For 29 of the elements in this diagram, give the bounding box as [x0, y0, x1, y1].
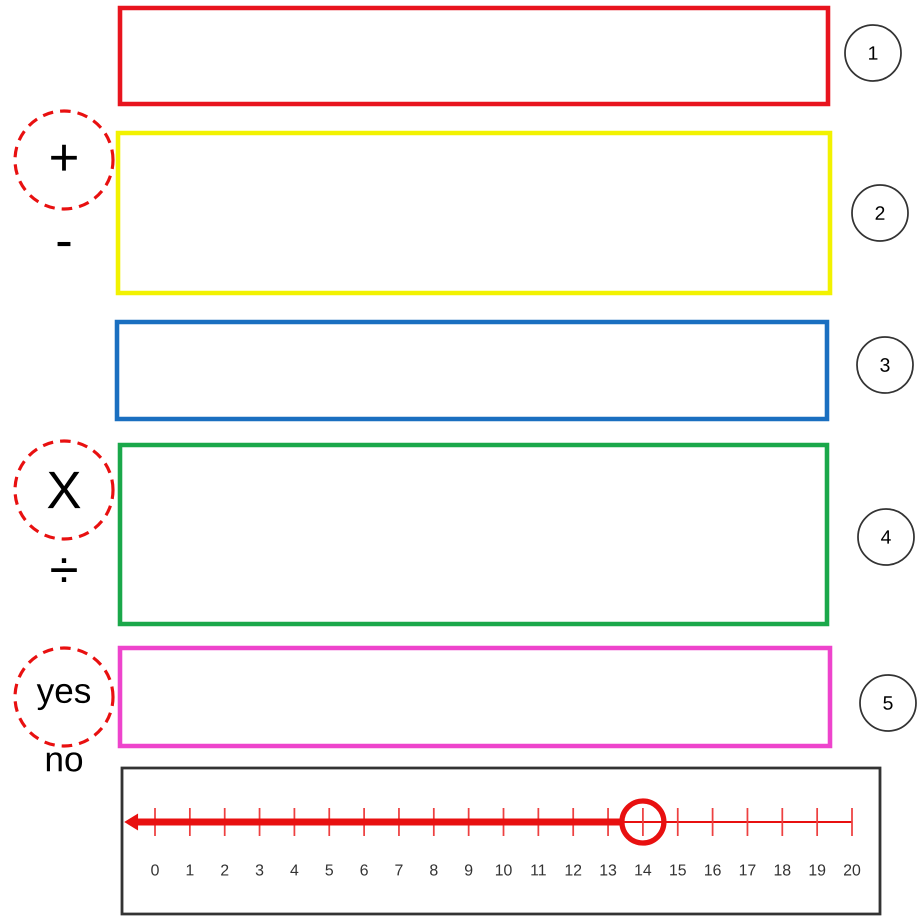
tick-label: 7 — [395, 864, 403, 876]
tick-label: 11 — [531, 864, 546, 876]
tick-label: 20 — [844, 864, 860, 876]
tick-label: 15 — [670, 864, 686, 876]
tick-label: 14 — [635, 864, 652, 876]
tick-label: 1 — [186, 864, 194, 876]
operator-label: - — [58, 242, 70, 246]
tick-label: 18 — [774, 864, 790, 876]
tick-label: 4 — [290, 864, 298, 876]
tick-label: 19 — [810, 864, 826, 876]
tick-label: 0 — [151, 864, 159, 876]
tick-label: 6 — [360, 864, 368, 876]
tick-label: 17 — [740, 864, 756, 876]
answer-box — [116, 130, 832, 296]
tick-label: 8 — [430, 864, 438, 876]
answer-box — [118, 6, 830, 106]
answer-box — [118, 646, 832, 748]
tick-label: 12 — [566, 864, 582, 876]
operator-label: no — [46, 752, 82, 772]
tick-label: 13 — [600, 864, 616, 876]
answer-box — [114, 320, 830, 422]
tick-label: 16 — [705, 864, 721, 876]
tick-label: 10 — [496, 864, 512, 876]
tick-label: 3 — [256, 864, 264, 876]
tick-label: 5 — [326, 864, 333, 876]
answer-box — [118, 442, 830, 626]
operator-label: ÷ — [51, 558, 77, 582]
tick-label: 2 — [221, 864, 228, 876]
tick-label: 9 — [465, 864, 472, 876]
